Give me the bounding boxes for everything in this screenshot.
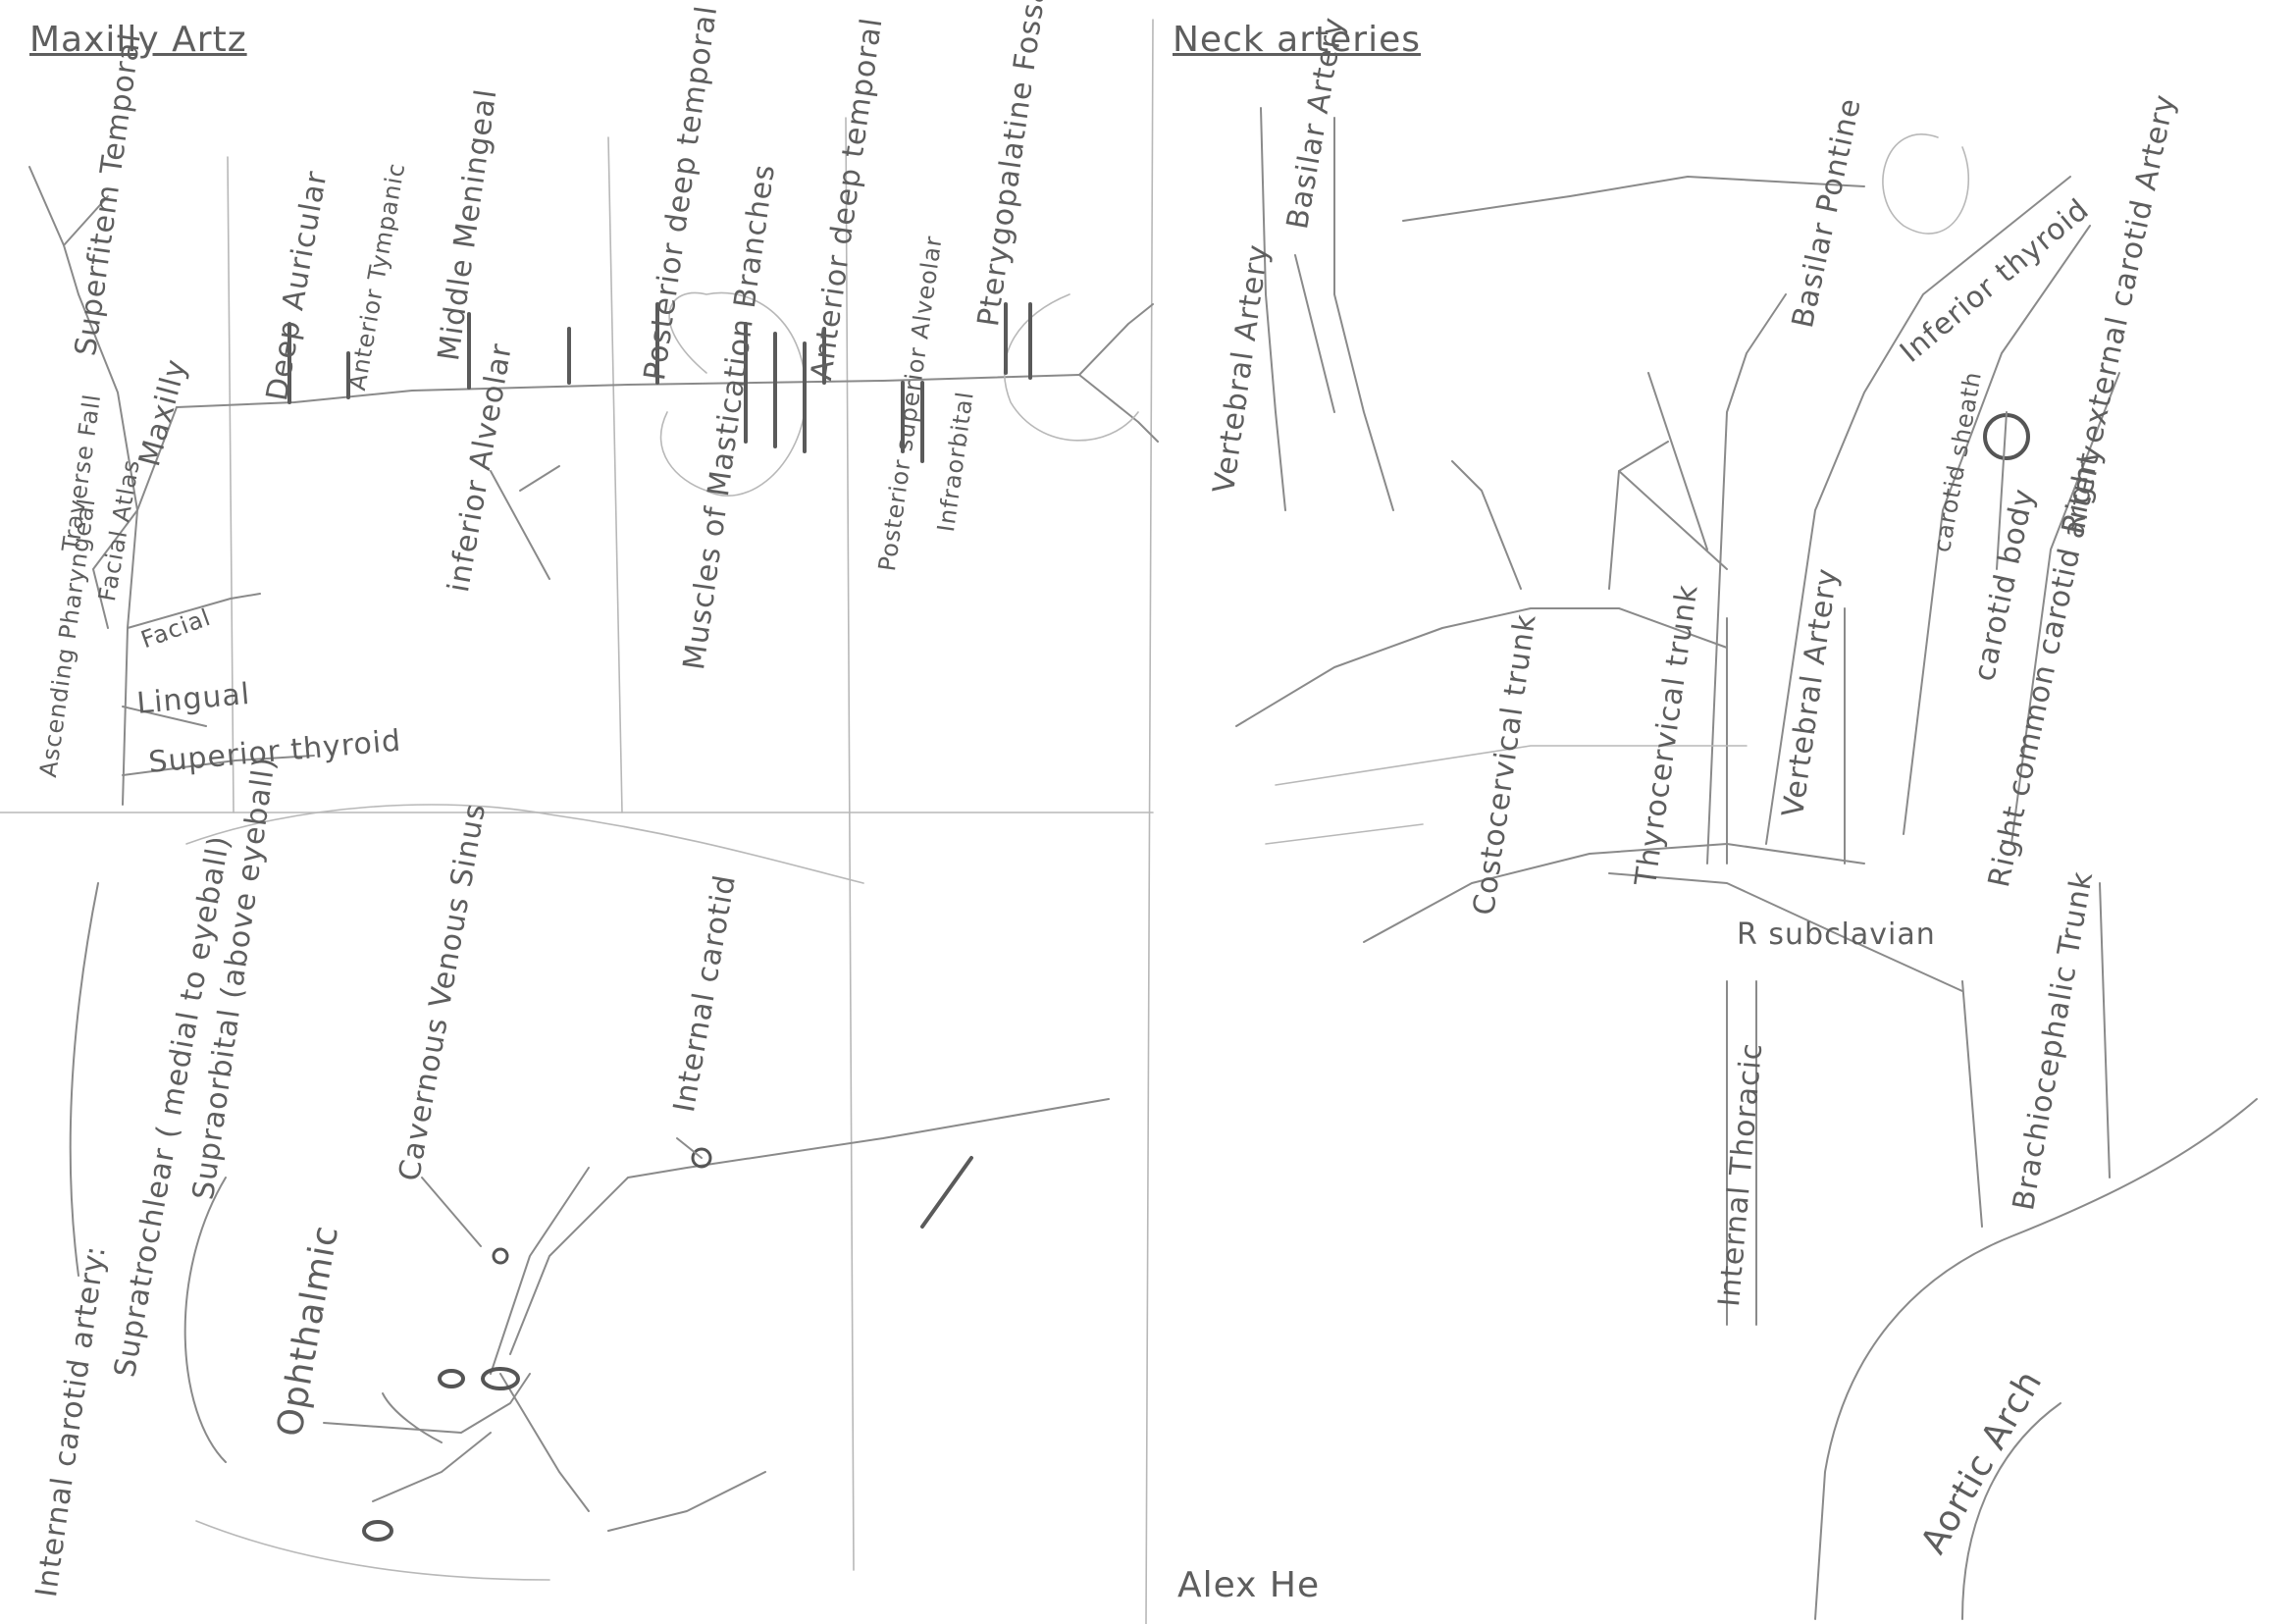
neck-title: Neck arteries xyxy=(1173,20,1421,60)
signature: Alex He xyxy=(1177,1565,1320,1605)
label-r-subclavian: R subclavian xyxy=(1737,917,1936,952)
